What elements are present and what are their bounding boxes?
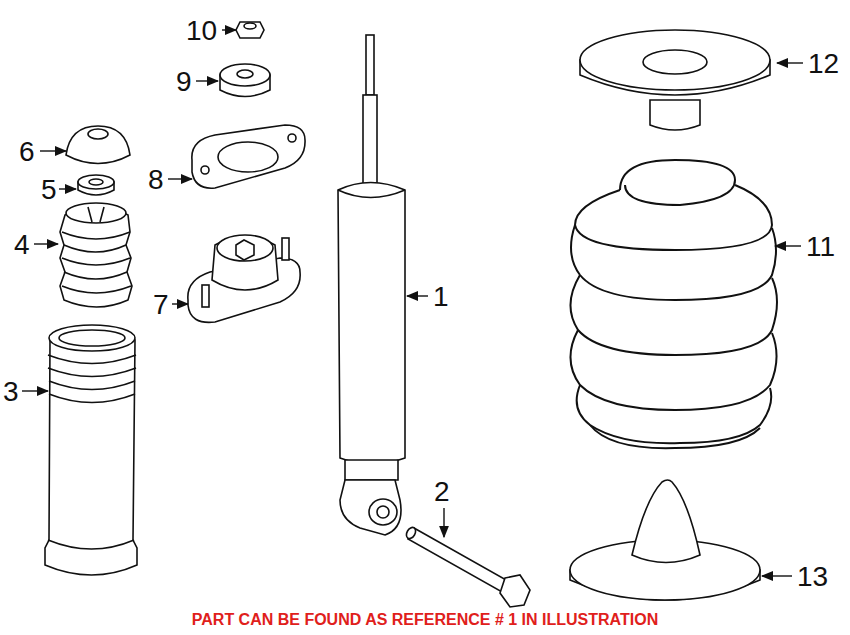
coil-spring — [570, 160, 777, 448]
bolt — [405, 526, 530, 607]
callout-number: 3 — [3, 378, 19, 406]
callout-number: 1 — [433, 283, 449, 311]
callout-number: 2 — [434, 478, 450, 506]
dust-cap — [66, 126, 130, 164]
callout-number: 4 — [14, 231, 30, 259]
callout-number: 11 — [806, 233, 835, 261]
callout-number: 8 — [148, 166, 164, 194]
nut — [236, 22, 264, 38]
callout-number: 7 — [153, 291, 169, 319]
upper-spring-seat — [580, 30, 770, 130]
callout-number: 5 — [41, 176, 57, 204]
spacer-ring — [78, 175, 114, 195]
part-note: PART CAN BE FOUND AS REFERENCE # 1 IN IL… — [192, 610, 658, 629]
shock-absorber — [338, 35, 405, 535]
callout-number: 12 — [808, 50, 839, 78]
upper-mount — [188, 235, 300, 322]
callout-number: 10 — [186, 17, 217, 45]
mount-gasket — [192, 125, 305, 188]
rubber-washer — [220, 64, 270, 97]
leader-lines — [22, 30, 803, 576]
bump-stop — [60, 203, 132, 307]
callout-number: 13 — [797, 563, 828, 591]
callout-number: 6 — [19, 138, 35, 166]
lower-spring-pad — [570, 480, 760, 600]
callout-number: 9 — [176, 68, 192, 96]
dust-boot — [45, 325, 137, 575]
